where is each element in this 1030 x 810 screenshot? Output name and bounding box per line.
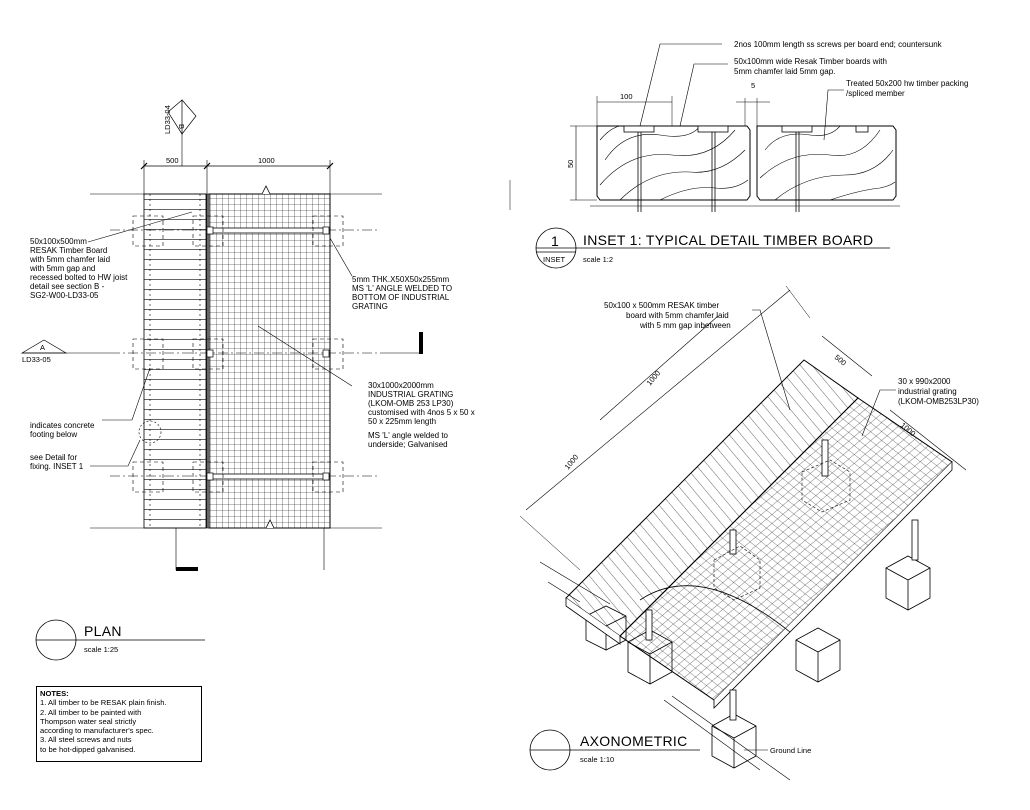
svg-text:footing below: footing below (30, 430, 77, 439)
plan-dim-1000: 1000 (258, 156, 275, 165)
svg-text:RESAK Timber Board: RESAK Timber Board (30, 246, 107, 255)
callout-grating: 30x1000x2000mm INDUSTRIAL GRATING (LKOM-… (368, 381, 475, 449)
section-a-ref: LD33-05 (22, 355, 51, 364)
svg-text:underside; Galvanised: underside; Galvanised (368, 440, 448, 449)
plan-scale: scale 1:25 (84, 645, 118, 654)
svg-text:MS 'L' angle welded to: MS 'L' angle welded to (368, 431, 449, 440)
inset-detail-drawing (509, 43, 900, 212)
callout-angle: 5mm THK.X50X50x255mm MS 'L' ANGLE WELDED… (352, 275, 452, 311)
inset-number: 1 (551, 233, 559, 249)
svg-text:with 5 mm gap inbetween: with 5 mm gap inbetween (639, 321, 731, 330)
svg-text:50x100mm wide Resak Timber boa: 50x100mm wide Resak Timber boards with (734, 57, 887, 66)
axo-dim-1000-a: 1000 (563, 453, 581, 472)
svg-text:recessed bolted to HW joist: recessed bolted to HW joist (30, 273, 128, 282)
svg-text:with 5mm chamfer laid: with 5mm chamfer laid (29, 255, 110, 264)
inset-dim-50: 50 (566, 160, 575, 168)
svg-text:industrial grating: industrial grating (898, 387, 957, 396)
svg-text:board with 5mm chamfer laid: board with 5mm chamfer laid (626, 311, 729, 320)
notes-box: NOTES: 1. All timber to be RESAK plain f… (36, 686, 202, 762)
notes-line: 3. All steel screws and nuts (40, 735, 132, 745)
plan-drawing (20, 99, 423, 571)
svg-text:50x100x500mm: 50x100x500mm (30, 237, 87, 246)
callout-footing: indicates concrete footing below (30, 421, 95, 439)
inset-title: INSET 1: TYPICAL DETAIL TIMBER BOARD (583, 232, 873, 248)
plan-title: PLAN (84, 623, 122, 639)
svg-text:MS 'L' ANGLE WELDED TO: MS 'L' ANGLE WELDED TO (352, 284, 452, 293)
axonometric-drawing (519, 285, 967, 781)
section-b-ref: LD33-04 (163, 105, 172, 134)
axo-title-block: AXONOMETRIC scale 1:10 (529, 729, 700, 771)
callout-timber-board: 50x100x500mm RESAK Timber Board with 5mm… (29, 237, 128, 300)
svg-text:GRATING: GRATING (352, 302, 388, 311)
svg-text:50x100 x 500mm RESAK timber: 50x100 x 500mm RESAK timber (604, 301, 719, 310)
svg-text:5mm THK.X50X50x255mm: 5mm THK.X50X50x255mm (352, 275, 450, 284)
notes-line: 1. All timber to be RESAK plain finish. (40, 698, 167, 708)
notes-line: to be hot-dipped galvanised. (40, 744, 136, 754)
plan-dim-500: 500 (166, 156, 179, 165)
inset-note-boards: 50x100mm wide Resak Timber boards with 5… (734, 57, 887, 76)
axo-scale: scale 1:10 (580, 755, 614, 764)
svg-text:(LKOM-OMB 253 LP30): (LKOM-OMB 253 LP30) (368, 399, 454, 408)
inset-note-screws: 2nos 100mm length ss screws per board en… (734, 40, 943, 49)
notes-line: according to manufacturer's spec. (40, 726, 154, 736)
svg-text:/spliced member: /spliced member (846, 89, 905, 98)
inset-note-packing: Treated 50x200 hw timber packing /splice… (846, 79, 968, 98)
notes-heading: NOTES: (40, 689, 69, 698)
svg-text:50 x 225mm length: 50 x 225mm length (368, 417, 436, 426)
callout-detail: see Detail for fixing. INSET 1 (30, 453, 84, 471)
svg-text:30x1000x2000mm: 30x1000x2000mm (368, 381, 434, 390)
svg-text:detail see section B -: detail see section B - (30, 282, 105, 291)
inset-title-block: 1 INSET INSET 1: TYPICAL DETAIL TIMBER B… (535, 227, 890, 269)
inset-dim-5: 5 (751, 81, 755, 90)
svg-text:(LKOM-OMB253LP30): (LKOM-OMB253LP30) (898, 397, 979, 406)
svg-text:customised with 4nos 5 x 50 x: customised with 4nos 5 x 50 x (368, 408, 475, 417)
plan-title-block: PLAN scale 1:25 (35, 619, 205, 661)
axo-note-timber: 50x100 x 500mm RESAK timber board with 5… (604, 301, 731, 330)
svg-text:SG2-W00-LD33-05: SG2-W00-LD33-05 (30, 291, 99, 300)
notes-line: Thompson water seal strictly (40, 716, 137, 726)
svg-text:with 5mm gap and: with 5mm gap and (29, 264, 95, 273)
inset-dim-100: 100 (620, 92, 633, 101)
svg-text:indicates concrete: indicates concrete (30, 421, 95, 430)
section-b-letter: B (177, 124, 186, 129)
svg-text:INDUSTRIAL GRATING: INDUSTRIAL GRATING (368, 390, 453, 399)
notes-line: 2. All timber to be painted with (40, 707, 142, 717)
svg-text:5mm chamfer laid 5mm gap.: 5mm chamfer laid 5mm gap. (734, 67, 835, 76)
svg-text:30 x 990x2000: 30 x 990x2000 (898, 377, 951, 386)
svg-text:fixing. INSET 1: fixing. INSET 1 (30, 462, 84, 471)
inset-scale: scale 1:2 (583, 255, 613, 264)
axo-note-grating: 30 x 990x2000 industrial grating (LKOM-O… (898, 377, 979, 406)
inset-tag: INSET (543, 255, 566, 264)
svg-text:BOTTOM OF INDUSTRIAL: BOTTOM OF INDUSTRIAL (352, 293, 450, 302)
section-a-letter: A (40, 343, 45, 352)
axo-ground-line: Ground Line (770, 746, 811, 755)
svg-text:Treated 50x200 hw timber packi: Treated 50x200 hw timber packing (846, 79, 968, 88)
axo-dim-1000-b: 1000 (645, 369, 663, 388)
svg-text:see Detail for: see Detail for (30, 453, 77, 462)
axo-title: AXONOMETRIC (580, 733, 688, 749)
